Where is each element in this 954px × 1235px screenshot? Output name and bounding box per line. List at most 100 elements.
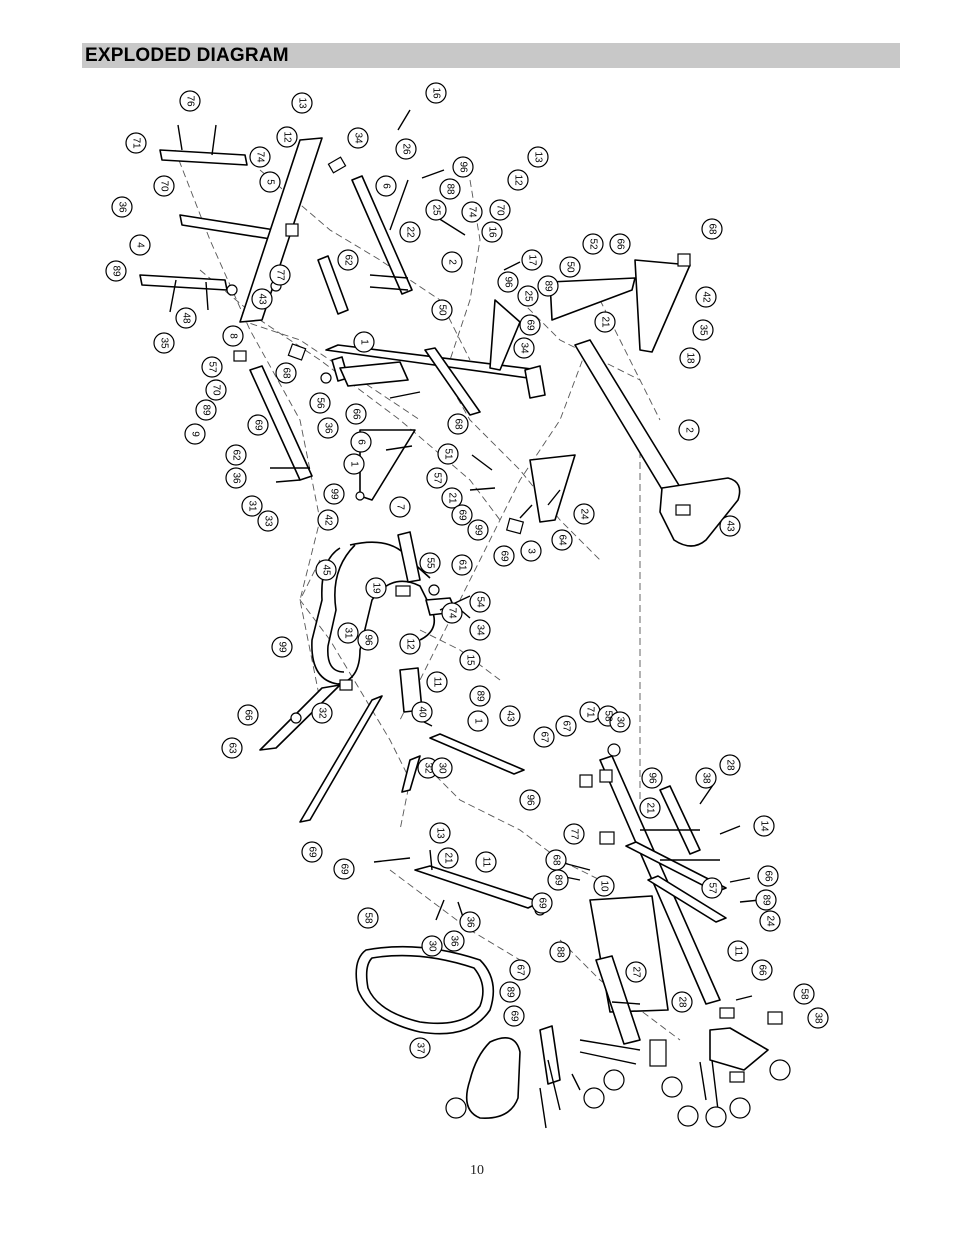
part-callout-label: 38 xyxy=(701,772,712,784)
part-callout-label: 89 xyxy=(505,986,516,998)
part-callout-label: 66 xyxy=(243,709,254,721)
part-callout-label: 74 xyxy=(467,206,478,218)
part-callout-label: 58 xyxy=(603,710,614,722)
part-callout-label: 58 xyxy=(799,988,810,1000)
part-callout-label: 24 xyxy=(765,915,776,927)
part-callout-label: 69 xyxy=(253,419,264,431)
part-callout-label: 43 xyxy=(257,293,268,305)
part-callout-label: 15 xyxy=(465,654,476,666)
part-callout-label: 1 xyxy=(473,718,484,724)
part-callout-label: 35 xyxy=(159,337,170,349)
part-callout-label: 42 xyxy=(323,514,334,526)
part-callout-label: 71 xyxy=(131,137,142,149)
part-callout-label: 12 xyxy=(405,638,416,650)
dashed-leaders xyxy=(174,149,681,1041)
part-callout-label: 99 xyxy=(473,524,484,536)
part-callout-label: 69 xyxy=(499,550,510,562)
part-callout-label: 31 xyxy=(343,627,354,639)
part-callout-label: 88 xyxy=(445,183,456,195)
part-callout-label: 19 xyxy=(371,582,382,594)
part-callout-label: 70 xyxy=(495,204,506,216)
part-callout-label: 69 xyxy=(537,897,548,909)
part-callout-label: 2 xyxy=(684,427,695,433)
part-callout-label: 69 xyxy=(525,319,536,331)
part-callout-label: 74 xyxy=(255,151,266,163)
part-callout-label: 34 xyxy=(475,624,486,636)
part-callout-label: 99 xyxy=(329,488,340,500)
part-callout-label: 68 xyxy=(707,223,718,235)
part-callout-label: 13 xyxy=(435,827,446,839)
part-callout-label: 54 xyxy=(475,596,486,608)
part-callout-label: 89 xyxy=(761,894,772,906)
part-callout-label: 21 xyxy=(443,852,454,864)
part-callout-label: 68 xyxy=(551,854,562,866)
part-callout-label: 42 xyxy=(701,291,712,303)
part-callout-label: 10 xyxy=(599,880,610,892)
part-callout-label: 6 xyxy=(356,439,367,445)
part-callout-label: 66 xyxy=(351,408,362,420)
hardware-details xyxy=(226,156,783,1083)
part-callout-label: 6 xyxy=(381,183,392,189)
part-callout-label: 2 xyxy=(447,259,458,265)
part-callout-label: 21 xyxy=(600,316,611,328)
part-callout-label: 8 xyxy=(228,333,239,339)
part-callout-label: 89 xyxy=(543,280,554,292)
page-number: 10 xyxy=(470,1163,484,1178)
part-callout-label: 13 xyxy=(297,97,308,109)
part-callout-label: 70 xyxy=(211,384,222,396)
part-callout-label: 61 xyxy=(457,559,468,571)
part-callout-label: 36 xyxy=(231,472,242,484)
callout-circles xyxy=(105,82,829,1128)
part-callout-label: 5 xyxy=(265,179,276,185)
part-callout-label: 68 xyxy=(453,418,464,430)
part-callout-label: 77 xyxy=(275,269,286,281)
part-callout-label: 35 xyxy=(698,324,709,336)
part-callout-label: 77 xyxy=(569,828,580,840)
part-callout-label: 99 xyxy=(277,641,288,653)
part-callout-label: 89 xyxy=(111,265,122,277)
part-callout-label: 68 xyxy=(281,367,292,379)
part-callout-label: 27 xyxy=(631,966,642,978)
part-callout-label: 43 xyxy=(725,520,736,532)
part-callout-label: 57 xyxy=(707,882,718,894)
part-callout-label: 13 xyxy=(533,151,544,163)
part-callout-label: 70 xyxy=(159,180,170,192)
part-callout-label: 74 xyxy=(447,607,458,619)
part-callout-label: 45 xyxy=(321,564,332,576)
part-callout-label: 31 xyxy=(247,500,258,512)
part-callout-label: 22 xyxy=(405,226,416,238)
part-callout-label: 66 xyxy=(763,870,774,882)
part-callout-label: 37 xyxy=(415,1042,426,1054)
part-callout-label: 12 xyxy=(282,131,293,143)
part-callout-label: 57 xyxy=(432,472,443,484)
part-callout-label: 96 xyxy=(503,276,514,288)
part-callout-label: 30 xyxy=(615,716,626,728)
part-callout-label: 89 xyxy=(553,874,564,886)
part-callout-label: 96 xyxy=(363,634,374,646)
part-callout-label: 16 xyxy=(487,226,498,238)
part-callout-label: 36 xyxy=(117,201,128,213)
part-callout-label: 33 xyxy=(263,515,274,527)
part-callout-label: 69 xyxy=(307,846,318,858)
part-callout-label: 51 xyxy=(443,448,454,460)
part-callout-label: 96 xyxy=(525,794,536,806)
part-callout-label: 28 xyxy=(725,759,736,771)
frame-parts xyxy=(139,137,769,1119)
part-callout-label: 52 xyxy=(588,238,599,250)
part-callout-label: 88 xyxy=(555,946,566,958)
part-callout-label: 71 xyxy=(585,706,596,718)
part-callout-label: 63 xyxy=(227,742,238,754)
part-callout-label: 36 xyxy=(449,935,460,947)
part-callout-label: 34 xyxy=(519,342,530,354)
part-callout-label: 1 xyxy=(349,461,360,467)
part-callout-label: 66 xyxy=(615,238,626,250)
part-callout-label: 30 xyxy=(437,762,448,774)
part-callout-label: 62 xyxy=(231,449,242,461)
part-callout-label: 67 xyxy=(515,964,526,976)
part-callout-label: 12 xyxy=(513,174,524,186)
heading-bar: EXPLODED DIAGRAM xyxy=(82,43,900,68)
part-callout-label: 36 xyxy=(465,916,476,928)
part-callout-label: 50 xyxy=(565,261,576,273)
part-callout-label: 67 xyxy=(561,720,572,732)
